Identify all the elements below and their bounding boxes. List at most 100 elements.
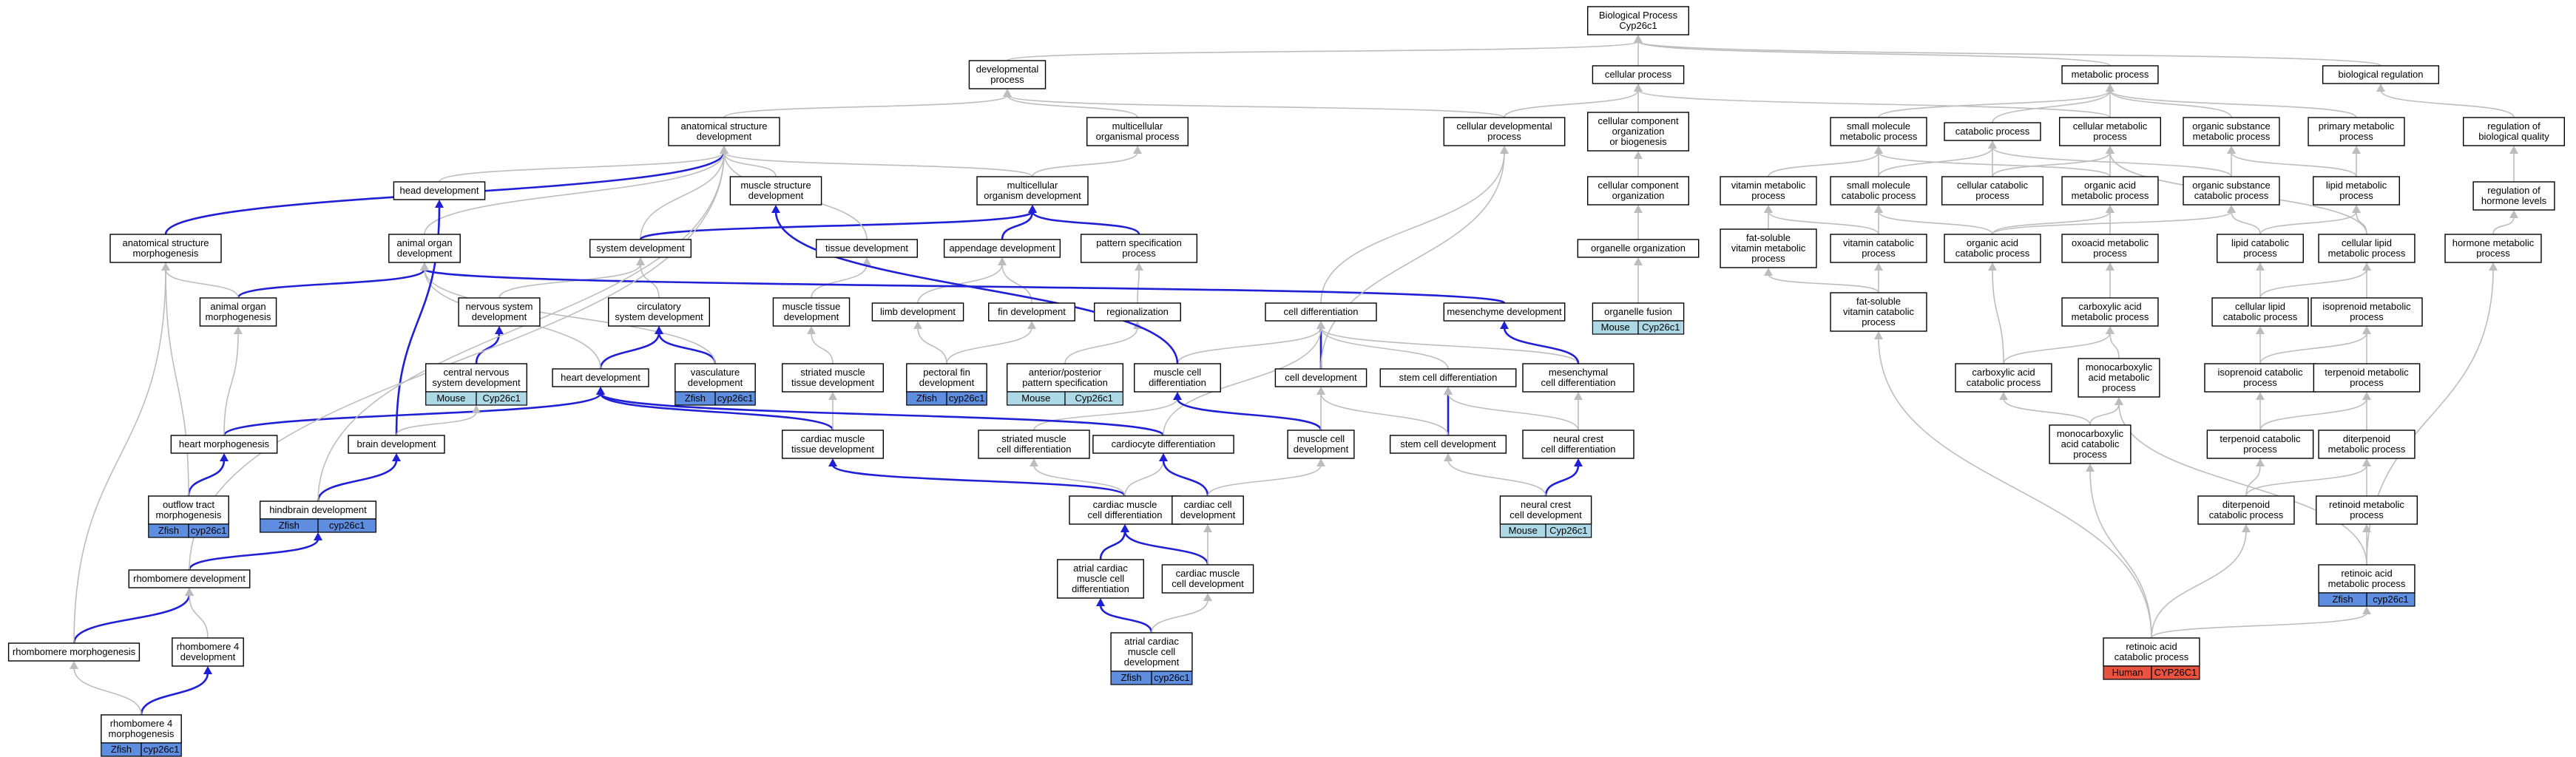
go-term-node-regz[interactable]: regionalization — [1094, 302, 1181, 322]
go-term-node-metp[interactable]: metabolic process — [2061, 65, 2159, 84]
go-term-node-heartmorph[interactable]: heart morphogenesis — [170, 435, 278, 454]
edge-celldev-to-cdp — [1320, 152, 1505, 370]
go-term-node-headdev[interactable]: head development — [393, 181, 486, 200]
go-term-node-heartdev[interactable]: heart development — [552, 368, 649, 387]
go-term-node-mesdev[interactable]: mesenchyme development — [1443, 302, 1566, 322]
go-term-node-scd[interactable]: stem cell differentiation — [1379, 368, 1517, 387]
go-term-node-findev[interactable]: fin development — [988, 302, 1075, 322]
node-box — [1110, 632, 1193, 672]
go-term-node-tisdev[interactable]: tissue development — [815, 239, 918, 258]
arrowhead-cardiodiff-to-celldiff — [1316, 321, 1325, 329]
go-term-node-catp[interactable]: catabolic process — [1944, 122, 2041, 141]
go-term-node-oo[interactable]: organelle organization — [1577, 239, 1700, 258]
go-term-node-celldev[interactable]: cell development — [1274, 368, 1368, 387]
go-term-node-cardiodiff[interactable]: cardiocyte differentiation — [1092, 435, 1234, 454]
go-term-node-rhombdev[interactable]: rhombomere development — [128, 569, 251, 588]
edge-ccd-to-cardiodiff — [1162, 459, 1209, 497]
go-term-node-sysdev[interactable]: system development — [589, 239, 692, 258]
go-term-node-rhombmorph[interactable]: rhombomere morphogenesis — [7, 642, 141, 662]
go-term-node-celldiff[interactable]: cell differentiation — [1265, 302, 1377, 322]
go-term-node-limbdev[interactable]: limb development — [871, 302, 964, 322]
go-term-node-braindev[interactable]: brain development — [348, 435, 445, 454]
go-term-node-cellp[interactable]: cellular process — [1592, 65, 1685, 84]
node-label-line: catabolic process — [2223, 311, 2298, 322]
go-term-node-breg[interactable]: biological regulation — [2322, 65, 2440, 84]
go-term-node-stemcelldev[interactable]: stem cell development — [1389, 435, 1507, 454]
go-term-node-appdev[interactable]: appendage development — [943, 239, 1061, 258]
